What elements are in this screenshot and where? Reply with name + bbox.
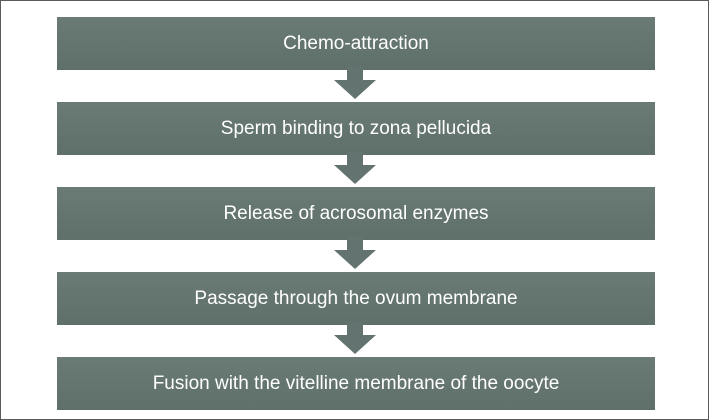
down-arrow-icon — [334, 152, 376, 184]
step-label: Fusion with the vitelline membrane of th… — [152, 372, 560, 394]
step-label: Sperm binding to zona pellucida — [220, 117, 492, 139]
step-box-ovum-passage: Passage through the ovum membrane — [57, 272, 655, 325]
step-box-chemo-attraction: Chemo-attraction — [57, 17, 655, 70]
step-label: Release of acrosomal enzymes — [223, 202, 489, 224]
step-box-sperm-binding: Sperm binding to zona pellucida — [57, 102, 655, 155]
step-label: Passage through the ovum membrane — [194, 287, 518, 309]
down-arrow-icon — [334, 322, 376, 354]
step-label: Chemo-attraction — [283, 32, 429, 54]
down-arrow-icon — [334, 237, 376, 269]
down-arrow-icon — [334, 67, 376, 99]
step-box-acrosomal-release: Release of acrosomal enzymes — [57, 187, 655, 240]
step-box-vitelline-fusion: Fusion with the vitelline membrane of th… — [57, 357, 655, 410]
